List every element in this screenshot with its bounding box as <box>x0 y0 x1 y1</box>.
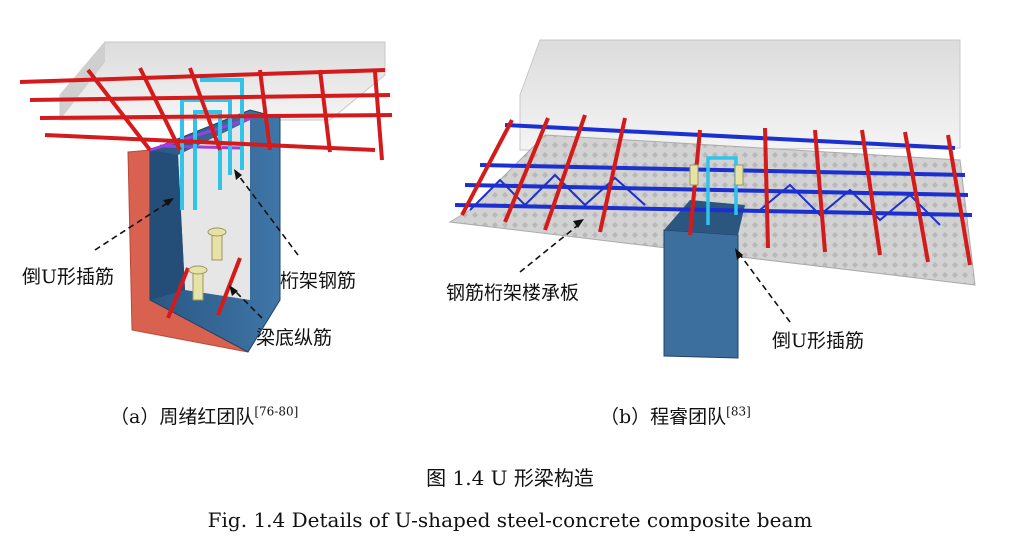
steel-beam-b <box>663 229 739 359</box>
figure-title-cn: 图 1.4 U 形梁构造 <box>426 466 594 490</box>
caption-panel-a: （a）周绪红团队[76-80] <box>110 402 298 429</box>
label-beam-bottom-rebar: 梁底纵筋 <box>256 327 333 349</box>
label-inverted-u-bar-b: 倒U形插筋 <box>772 330 865 352</box>
label-truss-rebar: 桁架钢筋 <box>280 270 357 292</box>
figure-title-en: Fig. 1.4 Details of U-shaped steel-concr… <box>207 508 813 532</box>
caption-panel-a-text: （a）周绪红团队 <box>110 406 255 428</box>
caption-panel-a-ref: [76-80] <box>254 404 299 419</box>
illustrations <box>19 39 976 359</box>
panel-a-drawing <box>19 41 393 353</box>
label-inverted-u-bar-a: 倒U形插筋 <box>22 266 115 288</box>
inverted-u-bar-b <box>706 156 738 225</box>
caption-panel-b-text: （b）程睿团队 <box>600 406 727 428</box>
label-truss-deck: 钢筋桁架楼承板 <box>446 282 580 304</box>
red-rebar-grid-a <box>19 67 393 319</box>
concrete-slab-b <box>519 39 961 151</box>
panel-b-drawing <box>448 39 976 359</box>
caption-panel-b: （b）程睿团队[83] <box>600 402 751 429</box>
red-rebar-b <box>460 114 972 266</box>
caption-panel-b-ref: [83] <box>726 404 751 419</box>
